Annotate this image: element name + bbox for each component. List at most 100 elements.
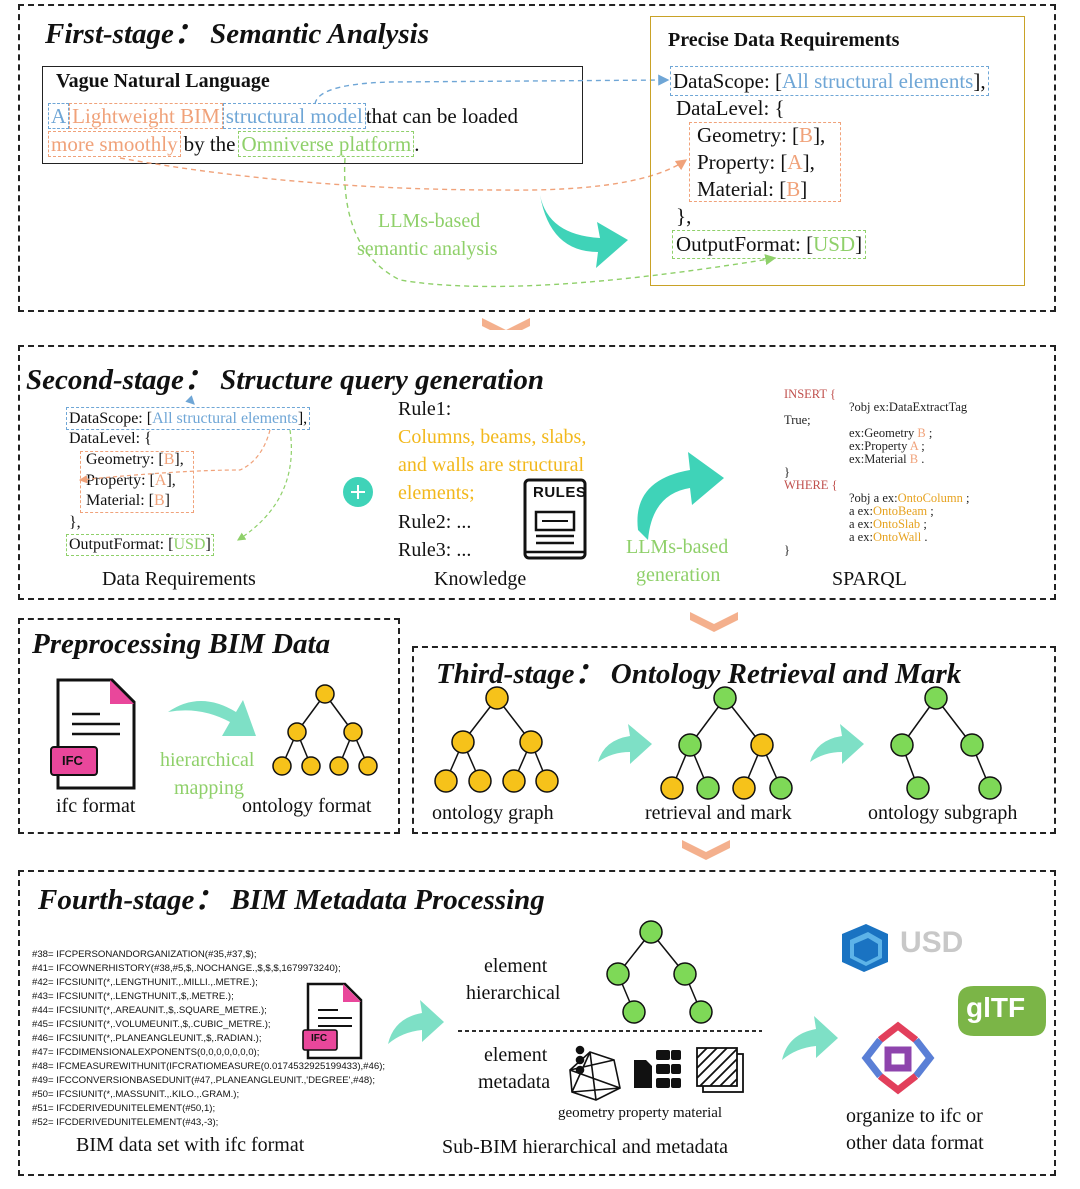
phrase-omniverse: Omniverse platform (238, 131, 415, 157)
teal-arrow-mapping (168, 700, 256, 736)
gpm-caption: geometry property material (558, 1105, 723, 1121)
sparql-insert: INSERT { (784, 387, 836, 401)
ontology-subgraph-caption: ontology subgraph (868, 802, 1018, 824)
sparql-caption: SPARQL (832, 568, 907, 590)
chevron-down-icon (690, 612, 738, 632)
material-icon (696, 1047, 744, 1093)
rule3-label: Rule3: ... (398, 539, 472, 561)
s2-output: OutputFormat: [USD] (66, 534, 214, 556)
preprocessing-panel (18, 618, 400, 834)
element-metadata-2: metadata (478, 1071, 551, 1093)
precise-requirements-title: Precise Data Requirements (668, 29, 900, 51)
ifc-code-line: #41= IFCOWNERHISTORY(#38,#5,$,.NOCHANGE.… (32, 963, 341, 974)
property-icon (634, 1050, 681, 1088)
teal-arrow-4a (388, 1000, 444, 1044)
llm-generation-line1: LLMs-based (626, 536, 729, 558)
phrase-smoothly: more smoothly (48, 131, 181, 157)
gltf-label: glTF (966, 992, 1026, 1023)
stage1-connectors (119, 74, 777, 330)
ifc-file-icon (50, 678, 136, 790)
element-metadata-1: element (484, 1044, 548, 1066)
ifc-code-line: #44= IFCSIUNIT(*,.AREAUNIT.,$,.SQUARE_ME… (32, 1005, 267, 1016)
usd-logo-icon (842, 924, 888, 972)
ifc-code-line: #42= IFCSIUNIT(*,.LENGTHUNIT.,.MILLI.,.M… (32, 977, 258, 988)
pre-stage3-graphics (50, 678, 1002, 860)
sparql-mat: ex:Material B . (849, 452, 925, 466)
s2-geometry: Geometry: [B], (86, 451, 184, 468)
teal-arrow-stage2 (637, 452, 724, 540)
ifc-code-line: #46= IFCSIUNIT(*,.PLANEANGLEUNIT.,$,.RAD… (32, 1033, 262, 1044)
element-hierarchy-tree (606, 920, 713, 1024)
sparql-where: WHERE { (784, 478, 838, 492)
ontology-tree-pre (272, 684, 378, 776)
sparql-obj: ?obj ex:DataExtractTag (849, 400, 968, 414)
usd-label: USD (900, 926, 964, 959)
rule1-label: Rule1: (398, 398, 452, 420)
ifc-code-line: #50= IFCSIUNIT(*,.MASSUNIT.,.KILO.,.GRAM… (32, 1089, 240, 1100)
stage1-panel (18, 4, 1056, 312)
phrase-a: A (48, 103, 70, 129)
phrase-structural: structural model (222, 103, 366, 129)
retrieval-mark-caption: retrieval and mark (645, 802, 792, 824)
ifc-code-line: #47= IFCDIMENSIONALEXPONENTS(0,0,0,0,0,0… (32, 1047, 260, 1058)
sparql-w3: a ex:OntoSlab ; (849, 517, 927, 531)
element-hierarchical-2: hierarchical (466, 982, 561, 1004)
phrase-loaded: that can be loaded (365, 104, 518, 128)
data-requirements-caption: Data Requirements (102, 568, 256, 590)
ontology-format-caption: ontology format (242, 795, 372, 817)
req-output: OutputFormat: [USD] (672, 230, 867, 259)
sparql-close2: } (784, 543, 790, 557)
ontology-graph (434, 686, 559, 793)
mapping-line2: mapping (174, 777, 244, 799)
req-level-box (689, 122, 841, 202)
stage2-graphics (78, 395, 738, 632)
vague-language-title: Vague Natural Language (56, 70, 270, 92)
phrase-period: . (414, 132, 420, 156)
stage4-graphics (302, 920, 1046, 1101)
req-datascope: DataScope: [All structural elements], (670, 66, 989, 96)
ontology-graph-caption: ontology graph (432, 802, 554, 824)
teal-arrow-3a (598, 724, 652, 764)
sparql-true: True; (784, 413, 811, 427)
teal-arrow-stage1 (540, 195, 628, 268)
ifc-code-line: #48= IFCMEASUREWITHUNIT(IFCRATIOMEASURE(… (32, 1061, 386, 1072)
sparql-w4: a ex:OntoWall . (849, 530, 928, 544)
geometry-icon (569, 1045, 621, 1101)
rule1-text-2: and walls are structural (398, 454, 585, 476)
stage2-title: Second-stage： Structure query generation (26, 364, 544, 396)
llm-semantic-line1: LLMs-based (378, 210, 481, 232)
stage3-panel (412, 646, 1056, 834)
ifc-code-line: #49= IFCCONVERSIONBASEDUNIT(#47,.PLANEAN… (32, 1075, 376, 1086)
ifc-format-caption: ifc format (56, 795, 136, 817)
phrase-bythe: by the (183, 132, 236, 156)
s2-datascope: DataScope: [All structural elements], (66, 407, 311, 430)
sparql-w1: ?obj a ex:OntoColumn ; (849, 491, 970, 505)
ifc-file-icon (302, 982, 363, 1060)
req-close: }, (676, 204, 692, 228)
stage4-title: Fourth-stage： BIM Metadata Processing (38, 884, 545, 916)
ifc-logo-icon (861, 1021, 935, 1095)
stage3-title: Third-stage： Ontology Retrieval and Mark (436, 658, 962, 690)
ontology-subgraph (890, 686, 1002, 800)
element-hierarchical-1: element (484, 955, 548, 977)
teal-arrow-4b (782, 1016, 838, 1060)
sparql-prop: ex:Property A ; (849, 439, 925, 453)
ifc-code-line: #38= IFCPERSONANDORGANIZATION(#35,#37,$)… (32, 949, 257, 960)
ifc-code-line: #51= IFCDERIVEDUNITELEMENT(#50,1); (32, 1103, 216, 1114)
ifc-code-line: #52= IFCDERIVEDUNITELEMENT(#43,-3); (32, 1117, 219, 1128)
req-property: Property: [A], (697, 150, 815, 174)
sparql-close1: } (784, 465, 790, 479)
llm-generation-line2: generation (636, 564, 721, 586)
vague-language-box (42, 66, 583, 164)
knowledge-caption: Knowledge (434, 568, 527, 590)
req-material: Material: [B] (697, 177, 808, 201)
ifc-badge-label-s4: IFC (311, 1033, 328, 1044)
rules-label: RULES (533, 484, 587, 501)
rules-book-icon (523, 478, 587, 560)
rule2-label: Rule2: ... (398, 511, 472, 533)
llm-semantic-line2: semantic analysis (357, 238, 498, 260)
gltf-logo-icon (958, 986, 1046, 1036)
retrieval-mark-graph (660, 686, 793, 800)
